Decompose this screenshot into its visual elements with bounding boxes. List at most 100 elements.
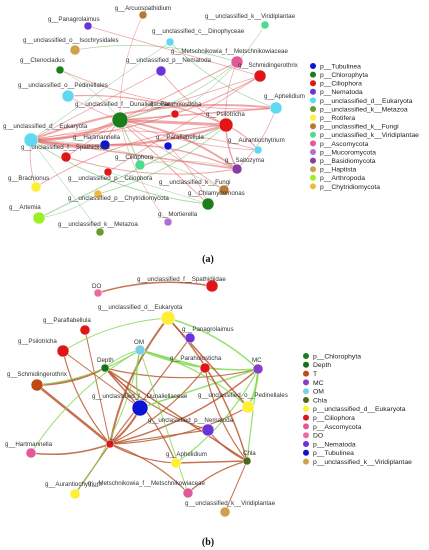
node-label: g__Brachionus: [8, 175, 49, 182]
network-node: [252, 363, 264, 375]
legend-label: p__Arthropoda: [320, 175, 365, 182]
node-label: g__unclassified_d__Eukaryota: [98, 304, 183, 311]
network-edge: [119, 119, 225, 191]
network-node: [23, 132, 39, 148]
network-edge: [118, 118, 228, 127]
network-edge: [109, 337, 191, 445]
network-node: [111, 111, 129, 129]
legend-swatch: [310, 114, 316, 121]
network-node: [83, 21, 93, 31]
legend-label: p__Nematoda: [313, 441, 356, 448]
legend-label: p__Rotifera: [320, 115, 355, 122]
network-edge: [119, 119, 209, 205]
legend-label: p__unclassified_k__Fungi: [320, 124, 399, 131]
network-edge: [109, 317, 169, 445]
legend-label: p__Mucoromycota: [320, 149, 376, 156]
network-edge: [246, 368, 259, 462]
network-edge: [107, 75, 261, 173]
legend-swatch: [310, 140, 316, 147]
node-label: g__Hartmannella: [73, 134, 121, 141]
network-node: [69, 44, 81, 56]
panel-a-caption: (a): [202, 254, 214, 265]
network-node: [163, 141, 173, 151]
network-edge: [119, 119, 169, 223]
node-label: g__Psilotricha: [206, 111, 245, 118]
panel-b-edges: [30, 281, 259, 513]
legend-label: p__unclassified_d__Eukaryota: [313, 406, 406, 413]
legend-swatch: [303, 441, 309, 447]
legend-label: p__Ascomycota: [320, 141, 369, 148]
node-label: g__Chlamydomonas: [188, 190, 245, 197]
network-node: [218, 184, 230, 196]
legend-swatch: [310, 80, 316, 87]
network-node: [218, 117, 234, 133]
network-node: [25, 447, 37, 459]
network-edge: [119, 119, 238, 170]
network-node: [253, 69, 267, 83]
network-edge: [30, 139, 225, 191]
legend-swatch: [303, 414, 309, 421]
network-node: [103, 167, 113, 177]
legend-swatch: [310, 174, 316, 181]
network-edge: [74, 349, 141, 495]
legend-swatch: [310, 97, 316, 104]
legend-swatch: [310, 131, 316, 138]
node-label: g__Paraholosticha: [150, 101, 202, 108]
network-node: [201, 423, 215, 437]
network-edge: [119, 14, 144, 121]
network-edge: [139, 349, 259, 371]
network-edge: [139, 160, 238, 170]
panel-a-legend: p__Tubulineap__Chlorophytap__Ciliophorap…: [310, 63, 419, 191]
node-label: g__unclassified_f__Dunaliellaceae: [92, 393, 188, 400]
node-label: g__Ciliophora: [115, 154, 154, 161]
network-node: [131, 399, 149, 417]
network-edge: [104, 367, 248, 462]
legend-swatch: [303, 432, 309, 439]
network-edge: [30, 75, 261, 141]
network-edge: [167, 145, 209, 205]
network-node: [155, 65, 167, 77]
node-label: g__Metschnikowia_f__Metschnikowiaceae: [171, 48, 288, 55]
network-node: [93, 189, 103, 199]
network-node: [163, 217, 173, 227]
network-edge: [104, 143, 238, 170]
network-edge: [109, 367, 206, 445]
node-label: g__unclassified_f__Spathidiidae: [137, 276, 226, 283]
network-edge: [175, 460, 248, 464]
network-edge: [30, 70, 162, 141]
network-edge: [169, 41, 277, 109]
legend-swatch: [310, 166, 316, 173]
panel-b-legend: p__ChlorophytaDepthTMCOMChlap__unclassif…: [303, 353, 412, 466]
node-label: T: [110, 439, 114, 446]
network-node: [105, 439, 115, 449]
network-edge: [97, 124, 227, 195]
network-node: [230, 55, 244, 69]
network-node: [138, 10, 148, 20]
node-label: g__Paraholosticha: [170, 355, 222, 362]
network-node: [253, 145, 263, 155]
panel-b-nodes: DOg__unclassified_f__Spathidiidaeg__uncl…: [5, 276, 288, 518]
network-node: [32, 211, 46, 225]
node-label: g__Saitozyma: [225, 157, 265, 164]
network-edge: [30, 130, 259, 151]
network-edge: [97, 281, 213, 294]
node-label: g__unclassified_p__Nematoda: [126, 57, 212, 64]
legend-swatch: [310, 106, 316, 112]
legend-swatch: [310, 71, 316, 78]
network-edge: [67, 95, 259, 151]
network-edge: [139, 349, 189, 494]
legend-swatch: [310, 149, 316, 155]
node-label: g__Hartmannella: [5, 441, 53, 448]
legend-swatch: [303, 379, 309, 386]
network-node: [69, 488, 81, 500]
network-edge: [119, 75, 261, 121]
legend-swatch: [310, 123, 316, 130]
node-label: g__unclassified_p__Nematoda: [148, 417, 234, 424]
legend-swatch: [310, 88, 316, 95]
network-node: [165, 37, 175, 47]
legend-label: MC: [313, 380, 324, 387]
node-label: g__unclassified_p__Chytridiomycota: [68, 195, 169, 202]
legend-swatch: [303, 397, 309, 403]
